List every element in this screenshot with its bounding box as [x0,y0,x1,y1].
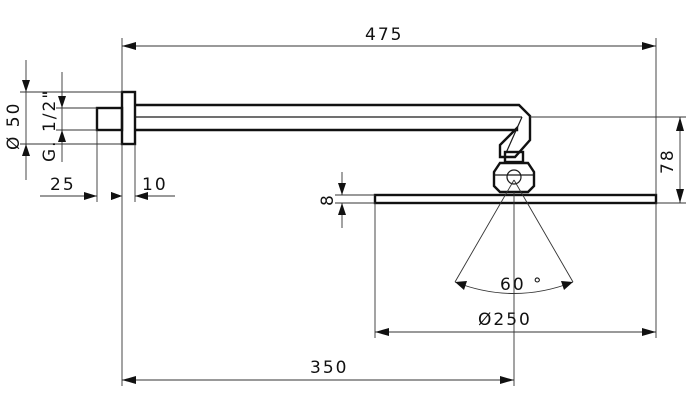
shower-head-plate [373,193,658,205]
dimension-projection: 350 [121,144,515,386]
dimension-head-diameter: Ø250 [374,203,657,338]
thread-label: G. 1/2" [40,89,60,162]
projection-label: 350 [310,358,348,378]
arrow-bottom [338,203,346,215]
thread-length-label: 25 [50,175,76,195]
flange-depth-label: 10 [142,175,168,195]
spray-angle-label: 60 ° [500,275,544,295]
head-thickness-label: 8 [318,193,338,206]
dimension-height: 78 [530,116,686,204]
arrow-bottom [676,189,684,203]
dimension-thread-length: 25 10 [40,130,175,202]
arrow-bottom [22,144,30,156]
arrow-stub [84,192,97,200]
arrow-bottom [58,130,66,142]
dimension-head-thickness: 8 [318,172,375,228]
arrow-top [22,80,30,92]
flange-diameter-label: Ø 50 [4,102,24,150]
arrow-right [500,376,514,384]
arrow-top [676,117,684,131]
shower-arm [95,90,658,205]
arrow-top [338,183,346,195]
spray-line-left [454,179,515,283]
wall-flange [120,90,137,146]
arrow-left [122,376,136,384]
spray-arrow-left [455,281,467,290]
arrow-top [58,96,66,108]
arrow-left [122,42,136,50]
overall-length-label: 475 [365,25,403,45]
ball-joint-center [506,169,522,185]
thread-stub [95,106,124,132]
spray-line-right [513,179,574,283]
dimension-thread: G. 1/2" [40,72,97,162]
arrow-right [642,42,656,50]
ball-joint [492,161,536,194]
arm-bend-line [505,116,523,154]
arrow-wall-right [111,192,122,200]
spray-arrow-right [561,281,573,290]
arm-tube [135,103,532,159]
arrow-left [375,328,389,336]
height-label: 78 [658,148,678,174]
arrow-flange [135,192,148,200]
spray-angle-indicator: 60 ° [454,179,574,295]
head-diameter-label: Ø250 [478,310,532,330]
arrow-right [642,328,656,336]
dimension-flange-diameter: Ø 50 [4,60,122,180]
dimension-overall-length: 475 [121,25,657,195]
